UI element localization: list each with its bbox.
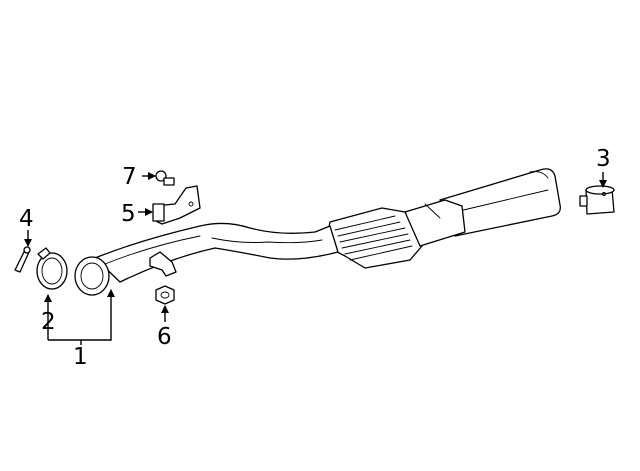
callout-5: 5 (121, 201, 136, 227)
exhaust-pipe-assembly (74, 168, 561, 296)
callout-1: 1 (73, 344, 88, 370)
exhaust-tip (579, 185, 615, 215)
stud-bolt (155, 170, 175, 186)
clamp-ring (36, 247, 68, 290)
callout-2: 2 (41, 309, 56, 335)
callout-6: 6 (157, 324, 172, 350)
mounting-bracket (152, 185, 201, 225)
callout-7: 7 (122, 164, 137, 190)
nut (155, 285, 175, 305)
leader-lines (24, 172, 607, 345)
callout-3: 3 (596, 146, 611, 172)
callout-4: 4 (19, 206, 34, 232)
bolt (14, 246, 31, 273)
